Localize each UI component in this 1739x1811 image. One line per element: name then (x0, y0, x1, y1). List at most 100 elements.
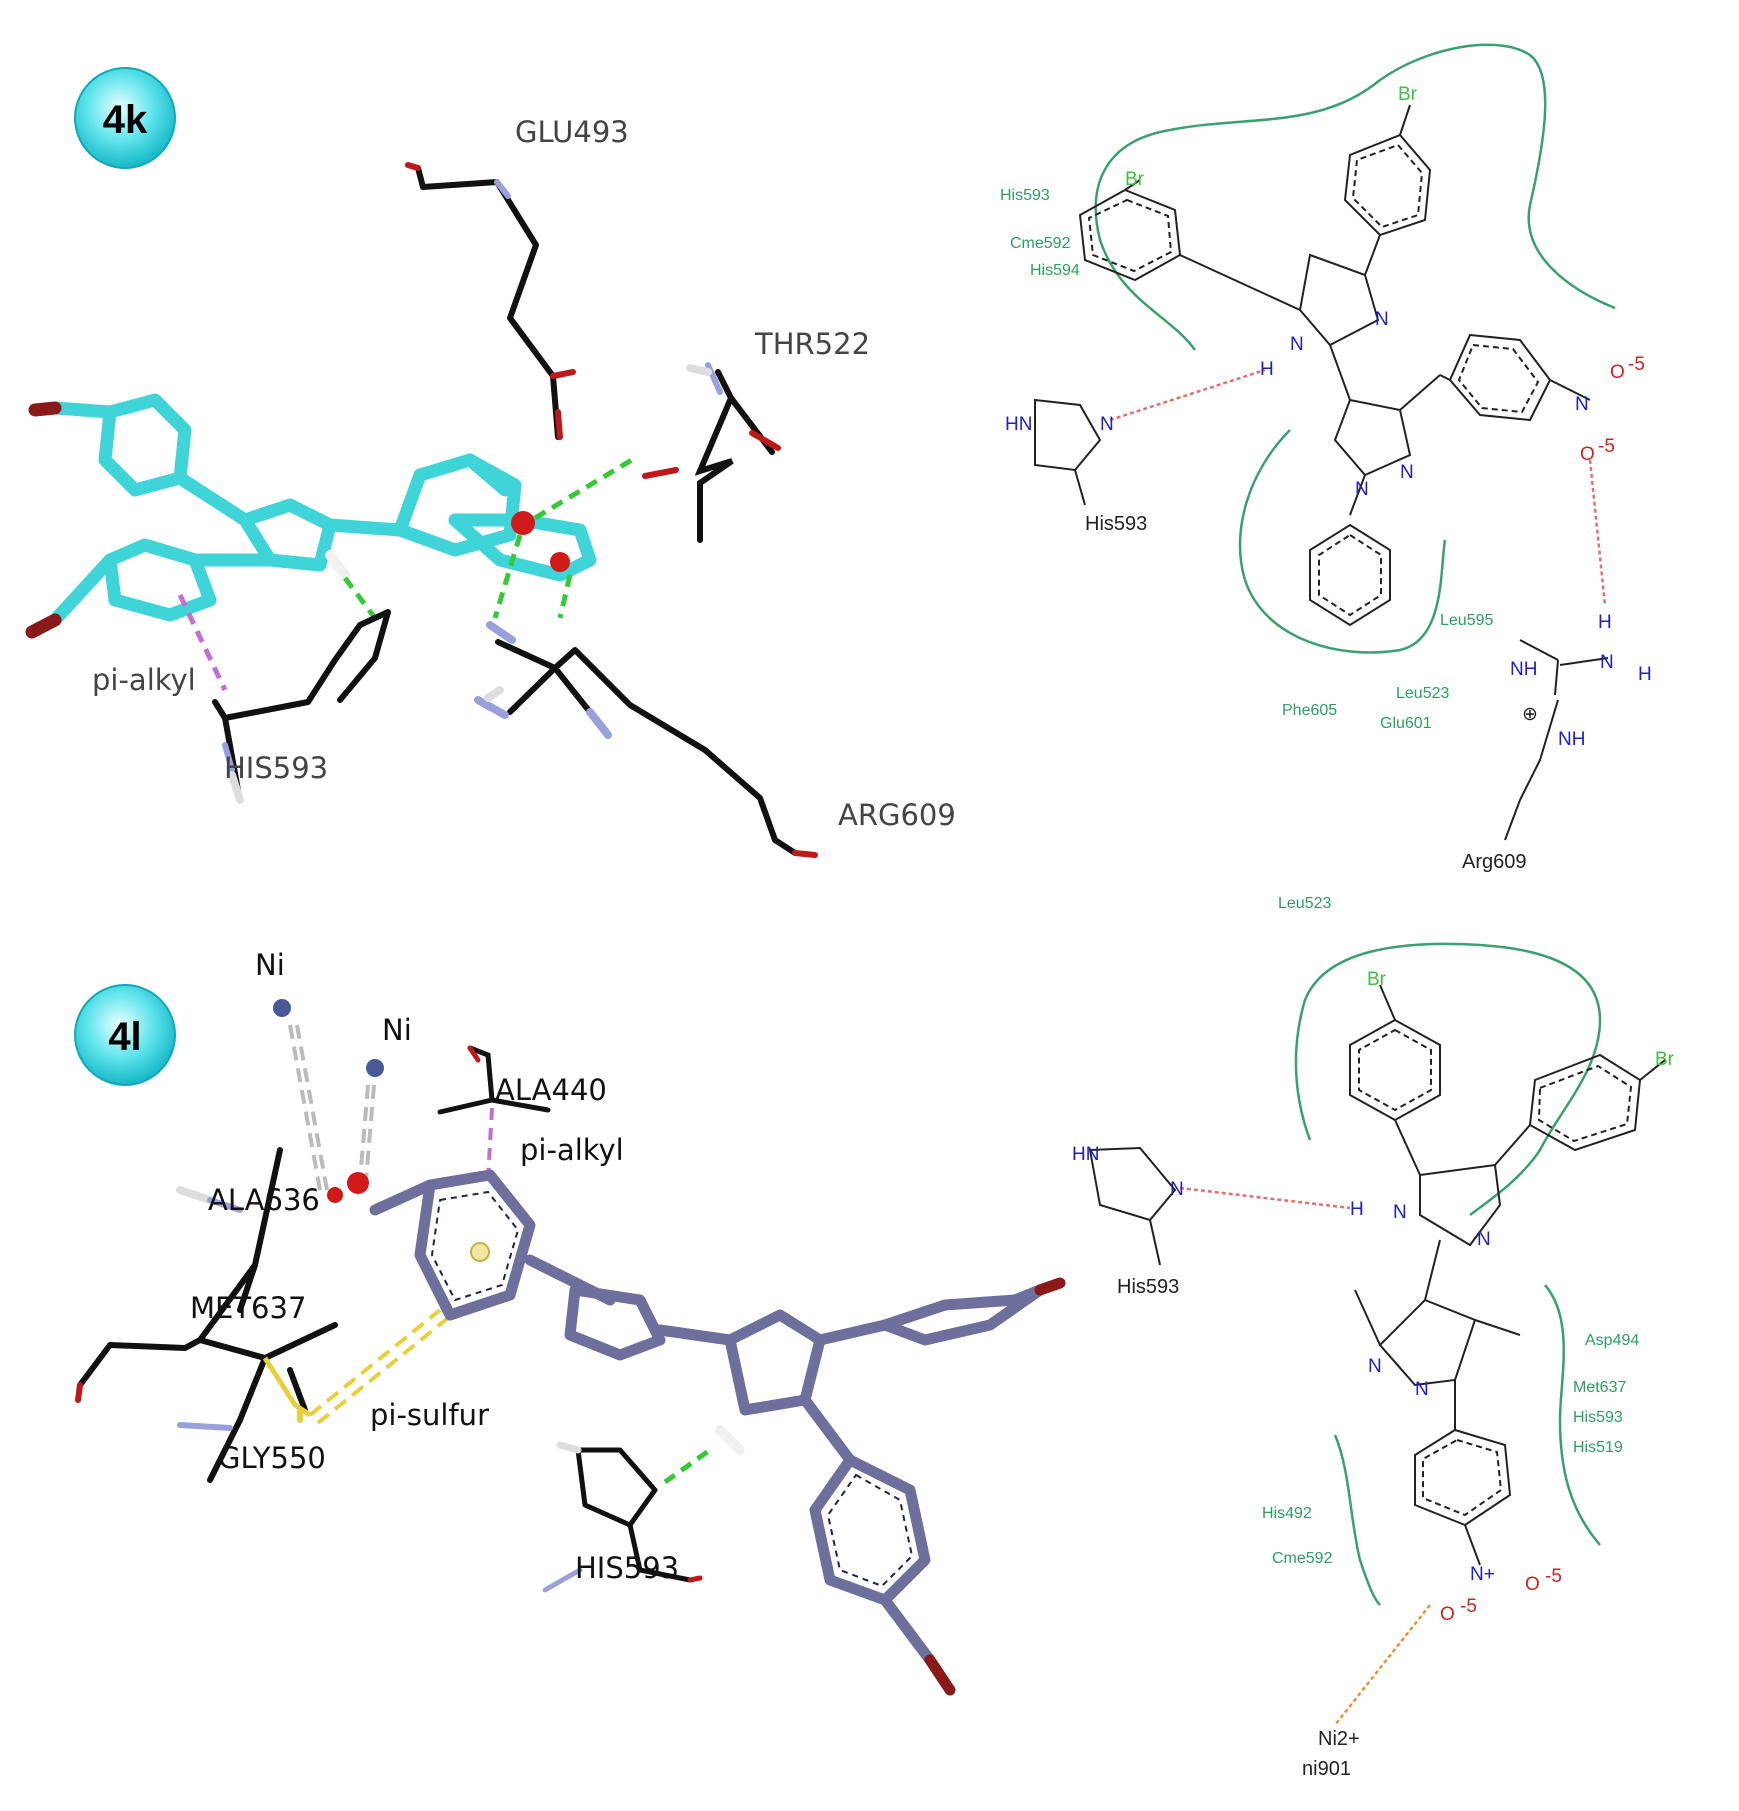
label-pi-alkyl-4k: pi-alkyl (92, 663, 196, 697)
atom-br2-4k: Br (1125, 169, 1145, 190)
atom-n-pyr1-4k: N (1400, 462, 1414, 483)
atom-his-n-4l: N (1170, 1179, 1184, 1200)
atom-h-imid-4l: H (1350, 1199, 1364, 1220)
atom-br2-4l: Br (1655, 1049, 1675, 1070)
atom-n-imid2-4k: N (1375, 309, 1389, 330)
atom-br1-4l: Br (1367, 969, 1387, 990)
atom-plus-4k: ⊕ (1522, 704, 1538, 725)
atom-his-hn-4l: HN (1072, 1144, 1099, 1165)
res-his593-green-4l: His593 (1573, 1409, 1623, 1426)
res-his593-black-4l: His593 (1117, 1276, 1179, 1298)
atom-his-hn-4k: HN (1005, 414, 1032, 435)
atom-o2-4l: O (1440, 1604, 1455, 1625)
ligand-4l-o2 (327, 1187, 343, 1203)
res-his594-4k: His594 (1030, 262, 1080, 279)
res-leu595-4k: Leu595 (1440, 612, 1493, 629)
atom-n-imid1-4l: N (1393, 1202, 1407, 1223)
ligand-4l-ring2-inner (826, 1473, 914, 1588)
hbond-2d-4l-1 (1179, 1186, 1351, 1210)
pocket-lines-4l (1294, 942, 1602, 1606)
label-ni1: Ni (255, 948, 285, 982)
panel-4l-3d: 4l Ni Ni ALA440 pi-alkyl (74, 948, 1066, 1696)
atom-n-nitro-4l: N+ (1470, 1564, 1495, 1585)
panel-4k-2d: His593 Cme592 His594 Leu595 Phe605 Leu52… (1000, 43, 1652, 873)
res-leu523-4l: Leu523 (1278, 895, 1331, 912)
label-pi-alkyl-4l: pi-alkyl (520, 1133, 624, 1167)
res-ni2plus-4l: Ni2+ (1318, 1728, 1360, 1750)
atom-arg-nh-4k: NH (1510, 659, 1537, 680)
ligand-4l (369, 1169, 1046, 1666)
label-gly550: GLY550 (218, 1441, 326, 1475)
atom-arg-h1-4k: H (1598, 612, 1612, 633)
label-his593-4k: HIS593 (224, 751, 328, 785)
pi-sulfur-lines (308, 1308, 450, 1425)
atom-arg-nh2-4k: NH (1558, 729, 1585, 750)
residue-his593-4l (542, 1441, 703, 1593)
ligand-4k-nitro-o2 (550, 552, 570, 572)
hbond-2d-4k-2 (1588, 459, 1607, 606)
residue-ala636-met637 (75, 1147, 338, 1483)
res-arg609-black-4k: Arg609 (1462, 851, 1527, 873)
ligand-4k (48, 393, 597, 627)
atom-n-pyr1-4l: N (1368, 1356, 1382, 1377)
res-cme592-4k: Cme592 (1010, 235, 1071, 252)
molecule-4l-2d (1088, 984, 1666, 1566)
residue-his593-4k (212, 609, 391, 804)
label-his593-4l: HIS593 (575, 1551, 679, 1585)
label-glu493: GLU493 (515, 115, 629, 149)
hbonds-4k (343, 455, 637, 624)
atom-o-charge2-4k: -5 (1598, 436, 1615, 457)
badge-4l: 4l (108, 1015, 141, 1059)
atom-n-imid2-4l: N (1477, 1229, 1491, 1250)
atom-arg-h2-4k: H (1638, 664, 1652, 685)
label-met637: MET637 (190, 1291, 306, 1325)
label-ala440: ALA440 (495, 1073, 607, 1107)
label-ni2: Ni (382, 1013, 412, 1047)
res-phe605-4k: Phe605 (1282, 702, 1337, 719)
atom-h-imid-4k: H (1260, 359, 1274, 380)
met637-sulfur (262, 1356, 312, 1418)
atom-o-charge1-4l: -5 (1545, 1566, 1562, 1587)
atom-n-pyr2-4l: N (1415, 1379, 1429, 1400)
ligand-4l-o1 (347, 1172, 369, 1194)
panel-4k-3d: 4k GLU493 THR522 (25, 67, 956, 858)
residue-arg609-stick (474, 621, 818, 858)
coord-2d-4l (1334, 1604, 1431, 1726)
ligand-4k-br2 (25, 613, 62, 639)
res-his593-green-4k: His593 (1000, 187, 1050, 204)
atom-o2-4k: O (1580, 444, 1595, 465)
ni1-atom (273, 999, 291, 1017)
atom-o-charge2-4l: -5 (1460, 1596, 1477, 1617)
res-leu523-4k: Leu523 (1396, 685, 1449, 702)
pocket-lines-4k (1094, 43, 1616, 654)
atom-his-n-4k: N (1100, 414, 1114, 435)
pi-alkyl-4k-line (177, 593, 228, 692)
res-met637-4l: Met637 (1573, 1379, 1626, 1396)
label-pi-sulfur: pi-sulfur (370, 1398, 489, 1432)
hbond-4l (663, 1447, 712, 1485)
label-arg609: ARG609 (838, 798, 956, 832)
atom-n-nitro-4k: N (1575, 394, 1589, 415)
res-asp494-4l: Asp494 (1585, 1332, 1639, 1349)
badge-4k: 4k (103, 98, 148, 142)
ligand-4l-br1 (1034, 1277, 1066, 1296)
atom-br1-4k: Br (1398, 84, 1418, 105)
res-his519-4l: His519 (1573, 1439, 1623, 1456)
atom-o-charge1-4k: -5 (1628, 354, 1645, 375)
ligand-4k-br1 (28, 401, 62, 417)
ligand-4l-centroid (470, 1242, 490, 1262)
res-ni901-4l: ni901 (1302, 1758, 1351, 1780)
atom-n-pyr2-4k: N (1355, 479, 1369, 500)
res-his492-4l: His492 (1262, 1505, 1312, 1522)
pi-alkyl-4l-line (486, 1107, 494, 1181)
molecule-4k-2d (1034, 104, 1609, 841)
ligand-4l-ring-inner (430, 1190, 520, 1302)
panel-4l-2d: Leu523 Asp494 Met637 His593 His519 His49… (1072, 895, 1675, 1780)
atom-n-imid1-4k: N (1290, 334, 1304, 355)
res-cme592-4l: Cme592 (1272, 1550, 1333, 1567)
res-glu601-4k: Glu601 (1380, 715, 1432, 732)
hbond-2d-4k-1 (1109, 368, 1266, 422)
atom-o1-4k: O (1610, 362, 1625, 383)
atom-o1-4l: O (1525, 1574, 1540, 1595)
